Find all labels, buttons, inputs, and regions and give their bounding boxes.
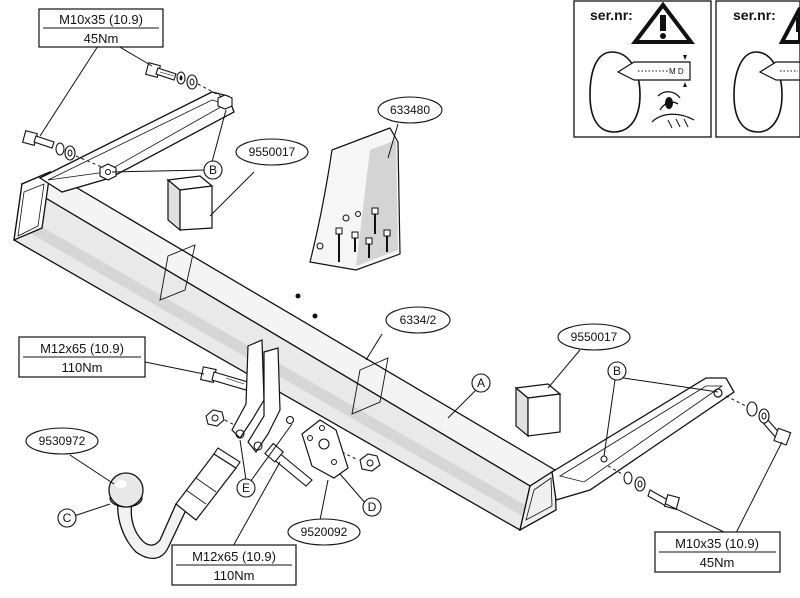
svg-text:9550017: 9550017 [571,330,618,344]
eye-icon [651,91,695,129]
mounting-bracket [231,339,295,454]
bolt-kit-bag [309,127,401,271]
spacer-plate-right [514,383,562,438]
screw-icon [335,227,343,262]
screw-icon [371,207,379,234]
spec-box-left-mid: M12x65 (10.9) 110Nm [18,336,146,378]
svg-text:9550017: 9550017 [249,145,296,159]
part-label-bolt-kit: 633480 [377,96,443,124]
bolt-spec: M12x65 (10.9) [192,549,276,564]
washer-icon [623,471,633,485]
svg-text:A: A [477,376,485,390]
spacer-plate-top [166,175,214,232]
serial-label: ser.nr: [590,7,633,23]
svg-text:M D: M D [669,67,684,76]
spec-box-top-left: M10x35 (10.9) 45Nm [38,8,164,48]
washer-icon [746,401,758,417]
washer-icon [176,71,186,85]
washer-icon [758,408,770,424]
serial-tag: M D [616,55,691,87]
bolt-spec: M12x65 (10.9) [40,341,124,356]
washer-icon [64,145,76,161]
svg-text:C: C [63,511,72,525]
serial-panel-left: ser.nr: M D [573,0,712,138]
svg-text:633480: 633480 [390,103,430,117]
part-label-crossbar: 6334/2 [385,306,451,334]
callout-e-bracket: E [236,478,256,498]
warning-triangle-icon [778,7,800,44]
svg-text:B: B [209,163,217,177]
torque-spec: 45Nm [700,555,735,570]
part-label-socket-plate: 9520092 [287,518,361,546]
svg-text:B: B [613,364,621,378]
svg-text:D: D [368,500,377,514]
torque-spec: 45Nm [84,31,119,46]
svg-text:6334/2: 6334/2 [400,313,437,327]
serial-label: ser.nr: [733,7,776,23]
bolt-icon [144,61,177,81]
bolt-spec: M10x35 (10.9) [59,12,143,27]
tow-ball [108,447,241,559]
bolt-icon [21,129,55,149]
spec-box-bottom-mid: M12x65 (10.9) 110Nm [171,544,297,586]
svg-text:9530972: 9530972 [39,434,86,448]
serial-tag [758,61,800,81]
callout-b-top: B [203,160,223,180]
bolt-icon [647,489,681,511]
washer-icon [186,74,198,90]
screw-icon [351,231,359,252]
callout-a-bar: A [471,373,491,393]
bolt-spec: M10x35 (10.9) [675,536,759,551]
leader-lines [39,45,783,549]
nut-icon [205,409,225,427]
screw-icon [383,229,391,252]
svg-text:9520092: 9520092 [301,525,348,539]
serial-panel-right: ser.nr: [715,0,800,138]
svg-text:E: E [242,481,250,495]
callout-c-ball: C [57,508,77,528]
part-label-tow-ball: 9530972 [25,427,99,455]
left-mounting-arm [38,91,235,193]
washer-icon [634,476,646,492]
bolt-icon [763,419,792,446]
callout-b-right: B [607,361,627,381]
nut-icon [359,453,381,472]
right-mounting-arm [551,377,735,501]
callout-d-plate: D [362,497,382,517]
part-label-plate-top: 9550017 [235,138,309,166]
spec-box-bottom-right: M10x35 (10.9) 45Nm [654,531,781,573]
washer-icon [55,142,65,156]
nut-icon [217,94,233,110]
torque-spec: 110Nm [214,568,255,583]
socket-plate [301,419,349,479]
warning-triangle-icon [630,1,696,44]
torque-spec: 110Nm [62,360,103,375]
part-label-plate-right: 9550017 [557,323,631,351]
bolt-icon [264,442,313,487]
screw-icon [365,237,373,258]
